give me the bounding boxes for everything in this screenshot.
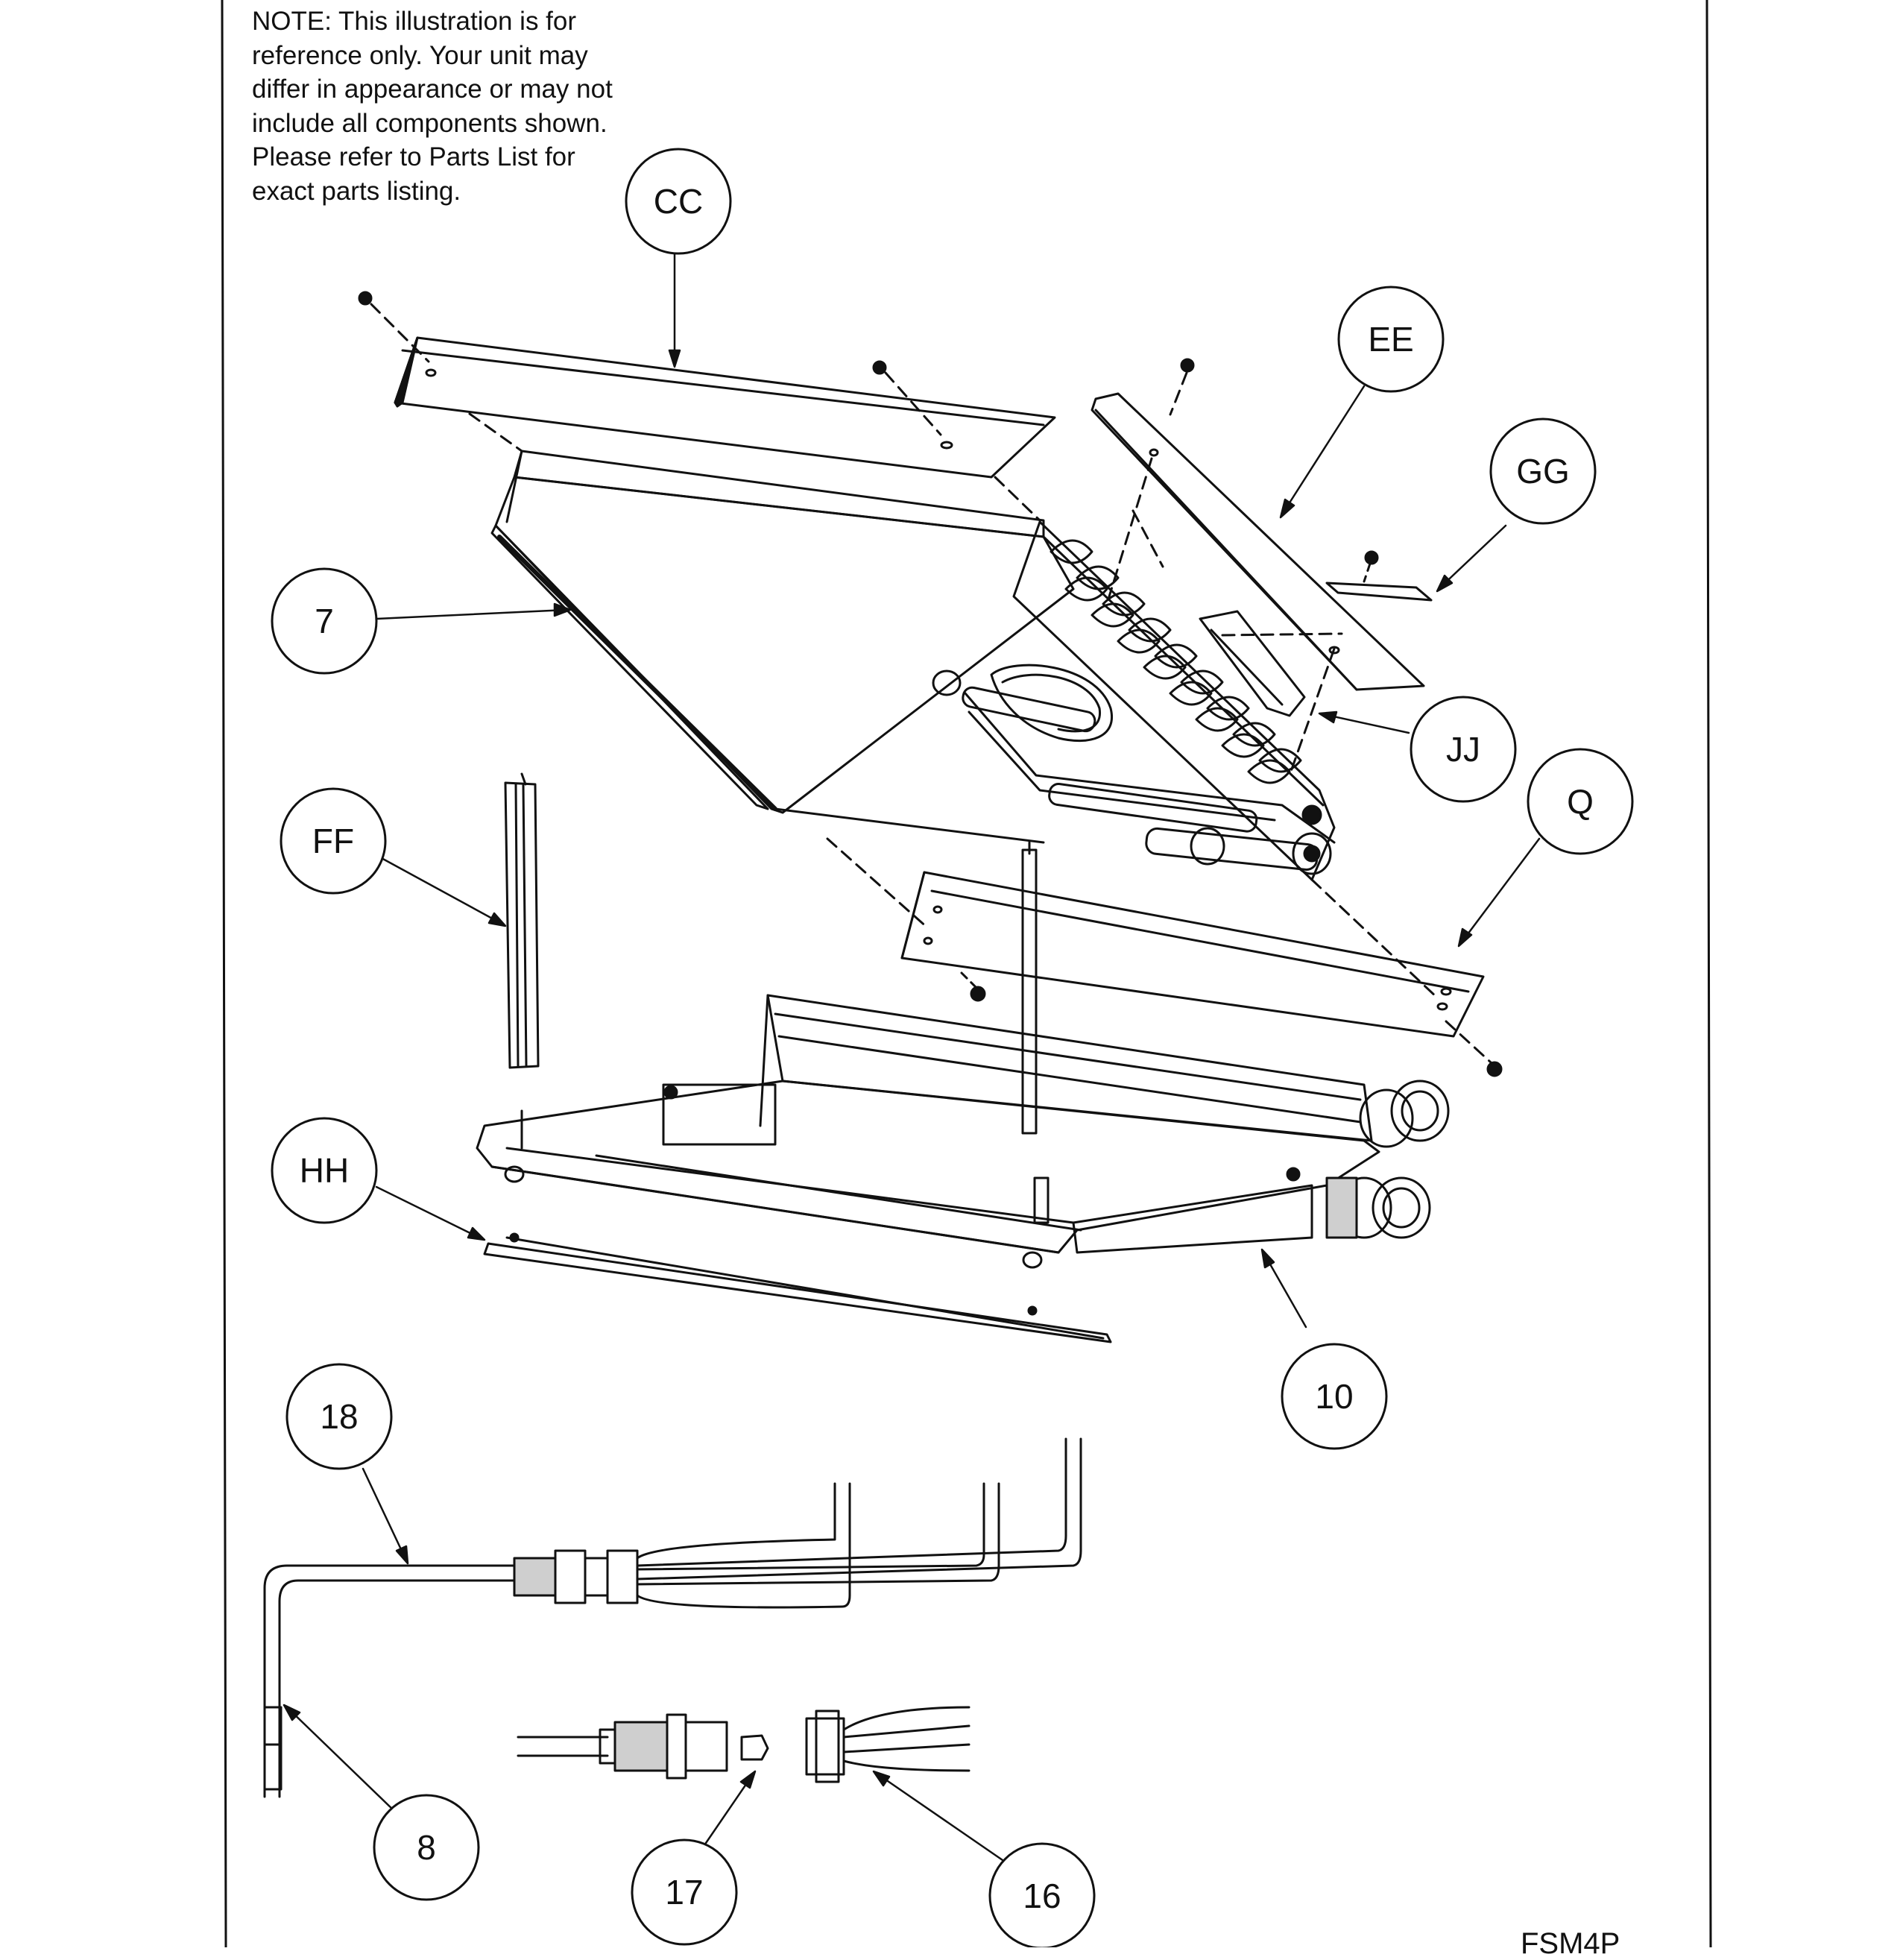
note-line-6: exact parts listing. (252, 176, 461, 206)
part-q-front-channel (826, 837, 1503, 1077)
callout-ee: EE (1337, 286, 1445, 393)
callout-cc: CC (625, 148, 732, 255)
part-18-distributor (263, 1437, 1082, 1798)
note-line-1: NOTE: This illustration is for (252, 7, 577, 36)
part-7-panel (468, 412, 1075, 844)
svg-text:FF: FF (312, 822, 354, 860)
part-ff-strip (504, 772, 540, 1069)
callout-ff: FF (280, 787, 387, 895)
part-cc-top-channel (358, 291, 1056, 479)
svg-text:JJ: JJ (1446, 730, 1480, 769)
svg-text:CC: CC (654, 182, 703, 221)
note-line-5: Please refer to Parts List for (252, 142, 575, 171)
svg-text:7: 7 (315, 602, 334, 640)
parts-17-16-fittings (517, 1706, 970, 1783)
center-post (1021, 841, 1038, 1135)
svg-text:8: 8 (417, 1828, 436, 1867)
evaporator-coil-assembly (932, 509, 1336, 881)
svg-text:18: 18 (320, 1397, 358, 1436)
svg-text:17: 17 (665, 1873, 703, 1912)
callout-10: 10 (1281, 1343, 1388, 1450)
part-hh-strip (483, 1232, 1112, 1343)
callout-16: 16 (988, 1842, 1096, 1947)
callout-jj: JJ (1410, 696, 1517, 803)
callout-8: 8 (373, 1794, 480, 1901)
callout-7: 7 (271, 567, 378, 675)
part-gg-bracket (1325, 550, 1433, 602)
callout-hh: HH (271, 1117, 378, 1224)
callout-q: Q (1527, 748, 1634, 855)
svg-text:16: 16 (1023, 1877, 1061, 1915)
callout-gg: GG (1489, 417, 1597, 525)
note-line-4: include all components shown. (252, 108, 607, 138)
callout-leaders (283, 252, 1541, 1862)
part-ee-side-panel (1091, 358, 1425, 691)
svg-text:GG: GG (1516, 452, 1570, 491)
part-10-drain-pan (476, 994, 1450, 1269)
reference-note: NOTE: This illustration is for reference… (252, 4, 669, 208)
frame-left-line (221, 0, 227, 1947)
note-line-3: differ in appearance or may not (252, 75, 613, 104)
svg-text:Q: Q (1567, 782, 1594, 821)
svg-text:HH: HH (300, 1151, 349, 1190)
frame-right-line (1705, 0, 1712, 1947)
callout-17: 17 (631, 1838, 738, 1946)
svg-text:10: 10 (1315, 1377, 1353, 1416)
callout-18: 18 (285, 1363, 393, 1470)
note-line-2: reference only. Your unit may (252, 40, 588, 70)
svg-text:EE: EE (1368, 320, 1413, 359)
part-jj-bracket (1199, 610, 1343, 777)
